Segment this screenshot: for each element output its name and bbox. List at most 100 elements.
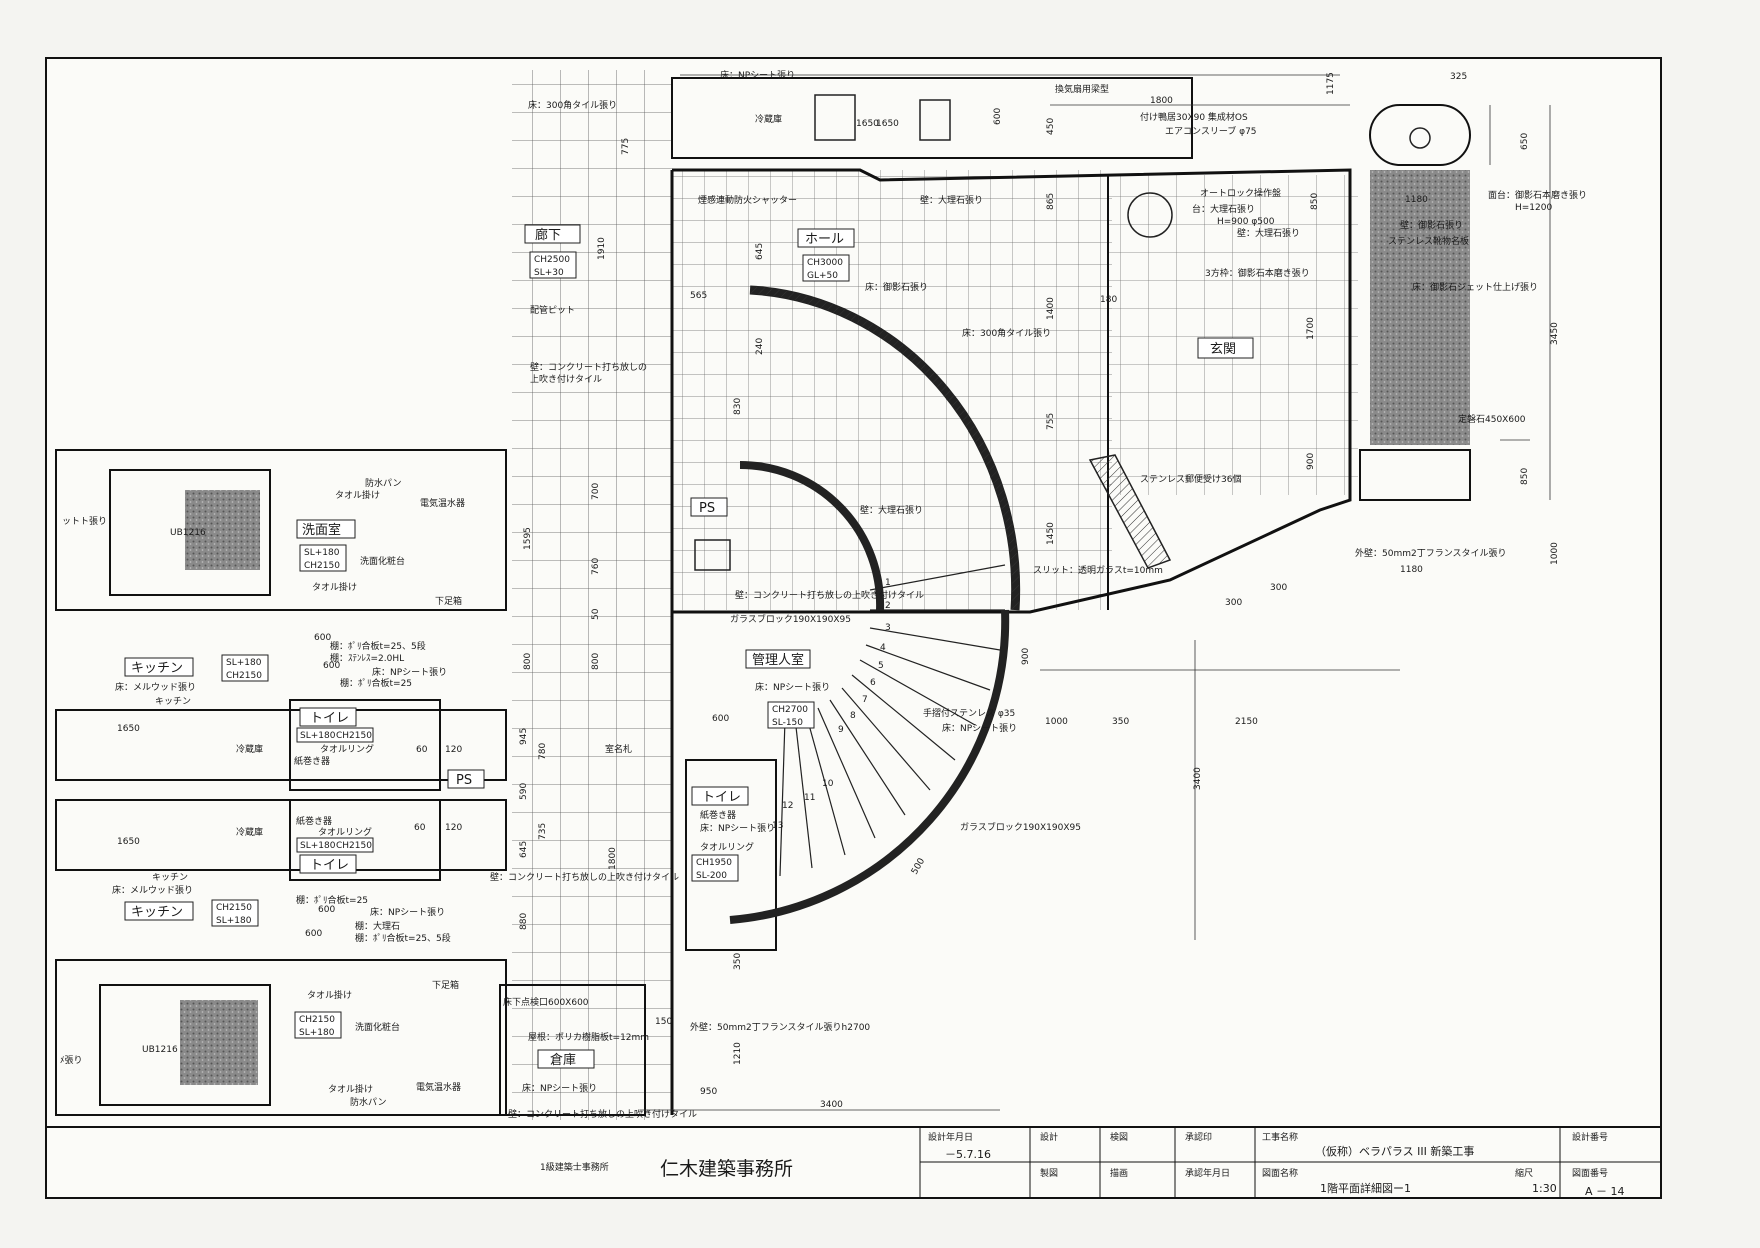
tag-manager-sl: SL-150 (772, 718, 803, 728)
mailbox-stand (1088, 454, 1172, 569)
tag-toilet2-ch: CH2150 (336, 841, 372, 851)
dim-180: 180 (1100, 295, 1117, 305)
ub-2-tub (180, 1000, 258, 1085)
note-wall-concrete-1b: 上吹き付けタイル (530, 373, 602, 385)
room-toilet-1: トイレ (702, 790, 741, 805)
note-floor-tile-top: 床：300角タイル張り (528, 99, 617, 111)
drawing-name-label: 図面名称 (1262, 1167, 1298, 1179)
note-water-heater-1: 電気温水器 (420, 497, 465, 509)
room-ps-1: PS (699, 501, 715, 516)
note-towel-hanger-4: タオル掛け (328, 1083, 373, 1095)
spiral-stair (779, 564, 1006, 877)
dim-60-1: 60 (416, 745, 428, 755)
tag-hall-gl: GL+50 (807, 271, 838, 281)
ps-sink (694, 539, 731, 571)
note-ext-wall-1: 外壁：50mm2丁フランスタイル張り (1355, 547, 1507, 559)
entrance-tile-floor (1108, 175, 1358, 495)
dim-1800: 1800 (1150, 96, 1173, 106)
dim-945: 945 (519, 728, 529, 745)
note-glass-block-1: ガラスブロック190X190X95 (730, 613, 851, 625)
tag-toilet-ch: CH1950 (696, 858, 732, 868)
stair-step-number: 3 (885, 623, 891, 633)
note-stand-size: H=900 φ500 (1217, 217, 1275, 227)
dim-1650-top: 1650 (876, 119, 899, 129)
note-wall-concrete-3: 壁：コンクリート打ち放しの上吹き付けタイル (490, 871, 679, 883)
draw-label: 製図 (1040, 1167, 1058, 1179)
note-towel-hanger-1: タオル掛け (335, 489, 380, 501)
dim-1800-b: 1800 (608, 847, 618, 870)
drawing-no-label: 設計番号 (1572, 1131, 1608, 1143)
note-towel-ring: タオルリング (700, 841, 754, 853)
autolock-panel-stand (1127, 192, 1173, 238)
dim-830: 830 (733, 398, 743, 415)
sheet-no: A － 14 (1585, 1185, 1625, 1198)
sink-top (814, 94, 856, 141)
firm-name: 仁木建築事務所 (660, 1158, 793, 1180)
dim-1450: 1450 (1046, 522, 1056, 545)
height-tags: CH2500 SL+30 CH3000 GL+50 CH2700 SL-150 … (211, 251, 850, 1039)
stair-step-number: 4 (880, 643, 886, 653)
note-floor-tile-300: 床：300角タイル張り (962, 327, 1051, 339)
note-kitchen-label-1: キッチン (155, 696, 191, 707)
room-ps-2: PS (456, 773, 472, 788)
note-wash-basin-2: 洗面化粧台 (355, 1021, 400, 1033)
dimension-lines (640, 74, 1551, 1111)
note-floor-np-manager: 床：NPシート張り (755, 681, 830, 693)
note-tread-4: 棚：ﾎﾟﾘ合板t=25、5段 (355, 932, 451, 944)
design-date: －5.7.16 (945, 1148, 991, 1161)
note-waterproof-pan-2: 防水パン (350, 1096, 386, 1108)
glass-block-wall-outer-hatch (749, 286, 1020, 611)
note-frame-granite: 3方枠：御影石本磨き張り (1205, 267, 1310, 279)
dim-1400: 1400 (1046, 297, 1056, 320)
room-manager: 管理人室 (752, 652, 804, 668)
room-toilet-2: トイレ (310, 711, 349, 726)
scale-value: 1:30 (1532, 1182, 1557, 1195)
note-floor-granite: 床：御影石張り (865, 281, 928, 293)
note-floor-granite-jet: 床：御影石ジェット仕上げ張り (1412, 281, 1538, 293)
dim-850-top: 850 (1310, 193, 1320, 210)
dim-300-2: 300 (1270, 583, 1287, 593)
stair-step-number: 12 (782, 801, 793, 811)
dim-755: 755 (1046, 413, 1056, 430)
approve-date-label: 承認年月日 (1185, 1167, 1230, 1179)
room-storage: 倉庫 (550, 1053, 576, 1068)
note-floor-melwood-1: 床：メルウッド張り (115, 681, 196, 693)
note-ub-2: UB1216 (142, 1045, 178, 1055)
note-floor-inspect: 床下点検口600X600 (503, 996, 589, 1008)
room-kitchen-1: キッチン (131, 661, 183, 676)
tag-corridor-sl: SL+30 (534, 268, 564, 278)
dim-645: 645 (755, 243, 765, 260)
dim-600-k3: 600 (318, 905, 335, 915)
note-glass-block-2: ガラスブロック190X190X95 (960, 821, 1081, 833)
curved-stair-wall (729, 609, 1010, 924)
note-floor-np-toilet: 床：NPシート張り (700, 822, 775, 834)
note-towel-hanger-2: タオル掛け (312, 581, 357, 593)
dim-325: 325 (1450, 72, 1467, 82)
room-entrance: 玄関 (1210, 342, 1236, 357)
dim-565: 565 (690, 291, 707, 301)
dim-120-2: 120 (445, 823, 462, 833)
note-marble-2: 棚：大理石 (355, 920, 400, 932)
note-fridge-1: 冷蔵庫 (236, 743, 263, 755)
note-tile-tension: ットト張り (62, 516, 107, 527)
dim-600-k1: 600 (314, 633, 331, 643)
note-shoe-box-1: 下足箱 (435, 595, 462, 607)
tag-toilet2-sl: SL+180 (300, 841, 336, 851)
note-paper-holder-1: 紙巻き器 (294, 755, 330, 767)
dim-600-k2: 600 (323, 661, 340, 671)
note-paper-holder-2: 紙巻き器 (296, 815, 332, 827)
stair-step-number: 6 (870, 678, 876, 688)
note-wash-counter-h: H=1200 (1515, 203, 1552, 213)
note-ceiling-poly: 屋根：ポリカ樹脂板t=12mm (528, 1031, 649, 1043)
stair-step-number: 9 (838, 725, 844, 735)
dim-900: 900 (1306, 453, 1316, 470)
room-kitchen-2: キッチン (131, 905, 183, 920)
dim-60-2: 60 (414, 823, 426, 833)
stair-step-number: 13 (772, 821, 783, 831)
stair-step-number: 1 (885, 578, 891, 588)
dim-3400-b: 3400 (820, 1100, 843, 1110)
dim-600-top: 600 (993, 108, 1003, 125)
dim-1175: 1175 (1326, 72, 1336, 95)
tag-kitchen2-ch: CH2150 (216, 903, 252, 913)
note-floor-np-k1: 床：NPシート張り (372, 666, 447, 678)
